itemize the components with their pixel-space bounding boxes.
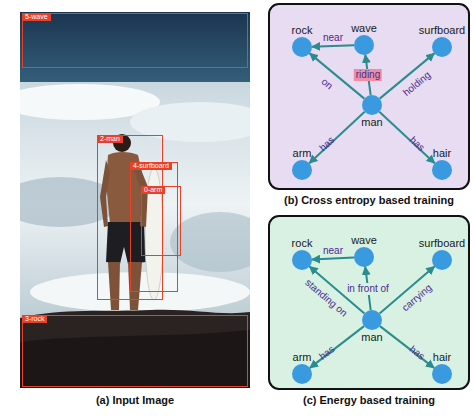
bounding-box: 3-rock <box>22 315 248 387</box>
box-tag: 4-surfboard <box>130 162 172 170</box>
panel-caption: (c) Energy based training <box>250 394 474 406</box>
object-node: surfboard <box>432 37 452 57</box>
node-circle-shape <box>432 250 452 270</box>
node-circle <box>292 250 312 270</box>
graph-panel: (b) Cross entropy based trainingrockwave… <box>268 3 470 190</box>
object-label: hair <box>433 351 451 363</box>
box-tag: 0-arm <box>141 186 165 194</box>
node-circle-shape <box>292 364 312 384</box>
object-node: hair <box>432 364 452 384</box>
graph-panel: (c) Energy based trainingrockwavesurfboa… <box>268 215 470 390</box>
node-circle <box>292 160 312 180</box>
man-arm <box>100 160 110 227</box>
object-label: surfboard <box>419 24 465 36</box>
object-label: hair <box>433 147 451 159</box>
input-image: (a) Input Image5-wave2-man4-surfboard0-a… <box>20 12 250 388</box>
node-circle-shape <box>362 95 382 115</box>
node-circle-shape <box>292 37 312 57</box>
panel-caption: (a) Input Image <box>0 394 270 406</box>
object-node: man <box>362 95 382 115</box>
node-circle <box>292 37 312 57</box>
object-label: arm <box>293 147 312 159</box>
node-circle-shape <box>432 364 452 384</box>
node-circle <box>432 160 452 180</box>
rock <box>20 310 250 388</box>
rock-shadow <box>20 330 250 388</box>
box-tag: 2-man <box>97 135 123 143</box>
node-circle-shape <box>292 250 312 270</box>
wave-crest <box>130 102 250 142</box>
node-circle <box>292 364 312 384</box>
object-node: surfboard <box>432 250 452 270</box>
node-circle <box>432 250 452 270</box>
bounding-box: 4-surfboard <box>130 162 178 292</box>
node-circle-shape <box>354 35 374 55</box>
node-circle <box>432 37 452 57</box>
object-node: rock <box>292 250 312 270</box>
node-circle <box>354 35 374 55</box>
object-node: wave <box>354 247 374 267</box>
bounding-box: 5-wave <box>22 13 248 68</box>
node-circle-shape <box>362 310 382 330</box>
object-label: wave <box>351 234 377 246</box>
panel-caption: (b) Cross entropy based training <box>250 194 474 206</box>
beach-photo <box>20 12 250 388</box>
object-label: surfboard <box>419 237 465 249</box>
node-circle-shape <box>432 160 452 180</box>
node-circle <box>432 364 452 384</box>
bounding-box: 0-arm <box>141 186 181 256</box>
object-node: rock <box>292 37 312 57</box>
object-label: rock <box>292 24 313 36</box>
node-circle <box>362 95 382 115</box>
object-label: wave <box>351 22 377 34</box>
object-node: wave <box>354 35 374 55</box>
object-label: arm <box>293 351 312 363</box>
node-circle <box>362 310 382 330</box>
object-node: arm <box>292 364 312 384</box>
node-circle-shape <box>292 160 312 180</box>
wave-shadow <box>170 212 250 272</box>
object-node: man <box>362 310 382 330</box>
object-label: rock <box>292 237 313 249</box>
node-circle <box>354 247 374 267</box>
man-shorts <box>106 222 146 264</box>
man-leg <box>108 262 120 310</box>
node-circle-shape <box>354 247 374 267</box>
node-circle-shape <box>432 37 452 57</box>
object-node: hair <box>432 160 452 180</box>
box-tag: 3-rock <box>22 315 47 323</box>
object-label: man <box>361 116 382 128</box>
object-node: arm <box>292 160 312 180</box>
box-tag: 5-wave <box>22 13 51 21</box>
object-label: man <box>361 331 382 343</box>
